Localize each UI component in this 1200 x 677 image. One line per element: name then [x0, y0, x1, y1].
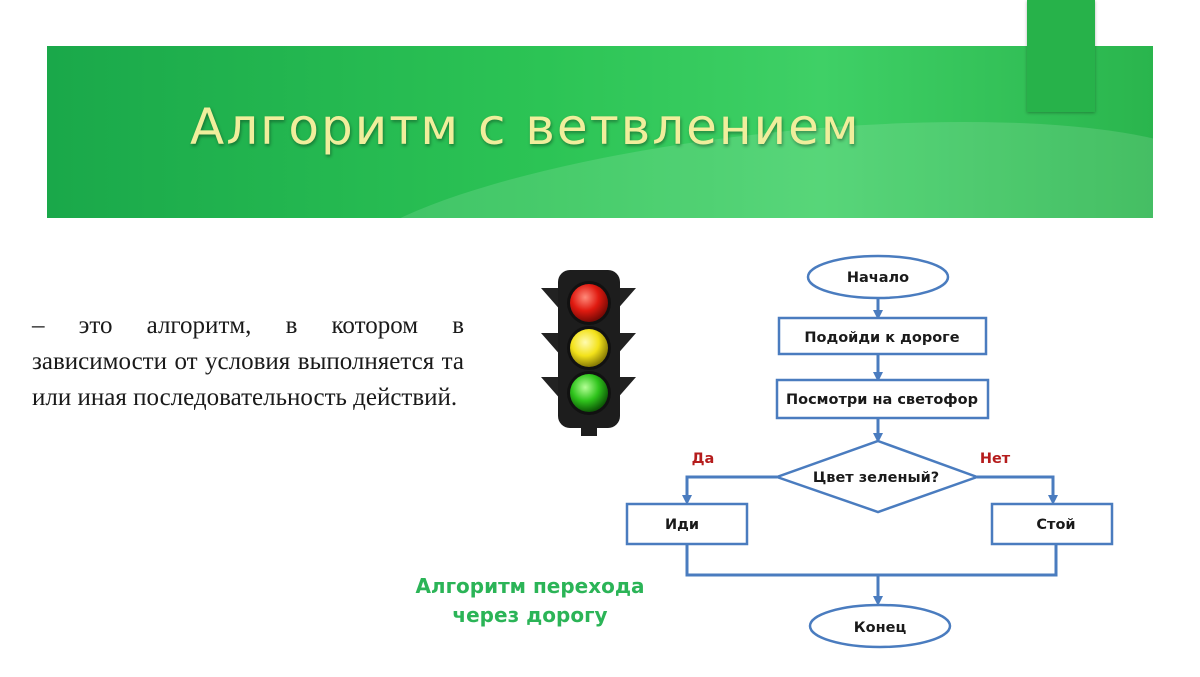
caption-line-1: Алгоритм перехода [380, 572, 680, 601]
go-label: Иди [665, 517, 699, 533]
yes-branch-label: Да [692, 451, 715, 467]
edge-yes [687, 477, 777, 500]
no-branch-label: Нет [980, 451, 1011, 467]
caption-line-2: через дорогу [380, 601, 680, 630]
end-label: Конец [854, 620, 907, 636]
step1-label: Подойди к дороге [804, 330, 959, 346]
stop-label: Стой [1036, 517, 1075, 533]
edge-no [977, 477, 1053, 500]
edge-merge [687, 544, 1056, 575]
flowchart-caption: Алгоритм перехода через дорогу [380, 572, 680, 630]
start-label: Начало [847, 270, 909, 286]
step2-label: Посмотри на светофор [786, 392, 978, 408]
condition-label: Цвет зеленый? [813, 470, 939, 486]
